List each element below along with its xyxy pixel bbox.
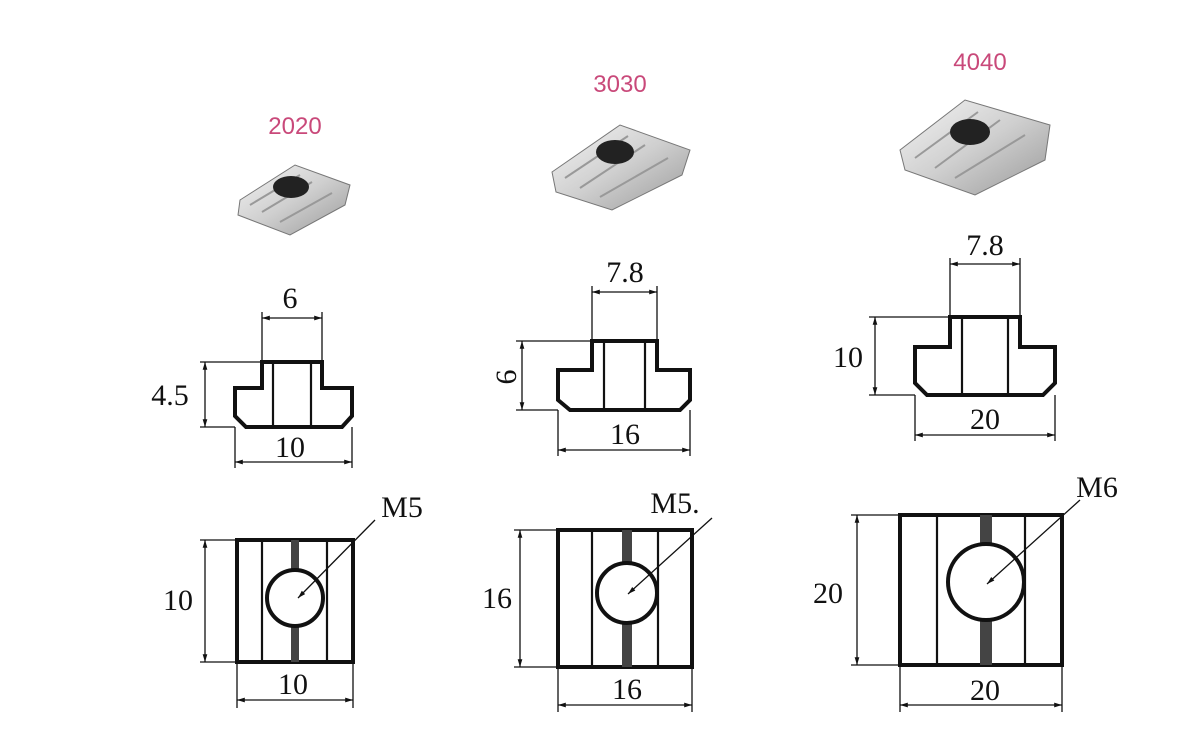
- profile-view: 7.8 10 20: [833, 229, 1057, 441]
- base-width-dim: 10: [275, 431, 305, 464]
- slot-width-dim: 7.8: [966, 229, 1004, 262]
- square-height-dim: 20: [813, 577, 843, 610]
- slot-width-dim: 6: [283, 282, 298, 315]
- nut-photo: [551, 124, 691, 211]
- top-view: 10 10 M5: [163, 491, 423, 708]
- square-width-dim: 10: [278, 668, 308, 701]
- height-dim: 6: [490, 370, 523, 385]
- thread-label: M6: [1076, 471, 1118, 504]
- variant-label: 2020: [268, 113, 321, 140]
- square-height-dim: 16: [482, 582, 512, 615]
- variant-label: 3030: [593, 71, 646, 98]
- profile-view: 7.8 6 16: [490, 256, 692, 456]
- height-dim: 10: [833, 341, 863, 374]
- height-dim: 4.5: [151, 379, 189, 412]
- nut-photo: [899, 99, 1051, 196]
- square-width-dim: 16: [612, 673, 642, 706]
- square-width-dim: 20: [970, 674, 1000, 707]
- variant-4040: 4040 7.8 10 20 20 20 M6: [813, 49, 1118, 712]
- variant-2020: 2020 6 4.5 10 10 10 M5: [151, 113, 423, 708]
- top-view: 16 16 M5.: [482, 487, 713, 712]
- slot-width-dim: 7.8: [606, 256, 644, 289]
- base-width-dim: 16: [610, 418, 640, 451]
- thread-label: M5.: [650, 487, 699, 520]
- thread-label: M5: [381, 491, 423, 524]
- variant-3030: 3030 7.8 6 16 16 16 M5.: [482, 71, 713, 712]
- square-height-dim: 10: [163, 584, 193, 617]
- nut-photo: [237, 164, 351, 236]
- profile-view: 6 4.5 10: [151, 282, 354, 468]
- variant-label: 4040: [953, 49, 1006, 76]
- top-view: 20 20 M6: [813, 471, 1118, 712]
- base-width-dim: 20: [970, 403, 1000, 436]
